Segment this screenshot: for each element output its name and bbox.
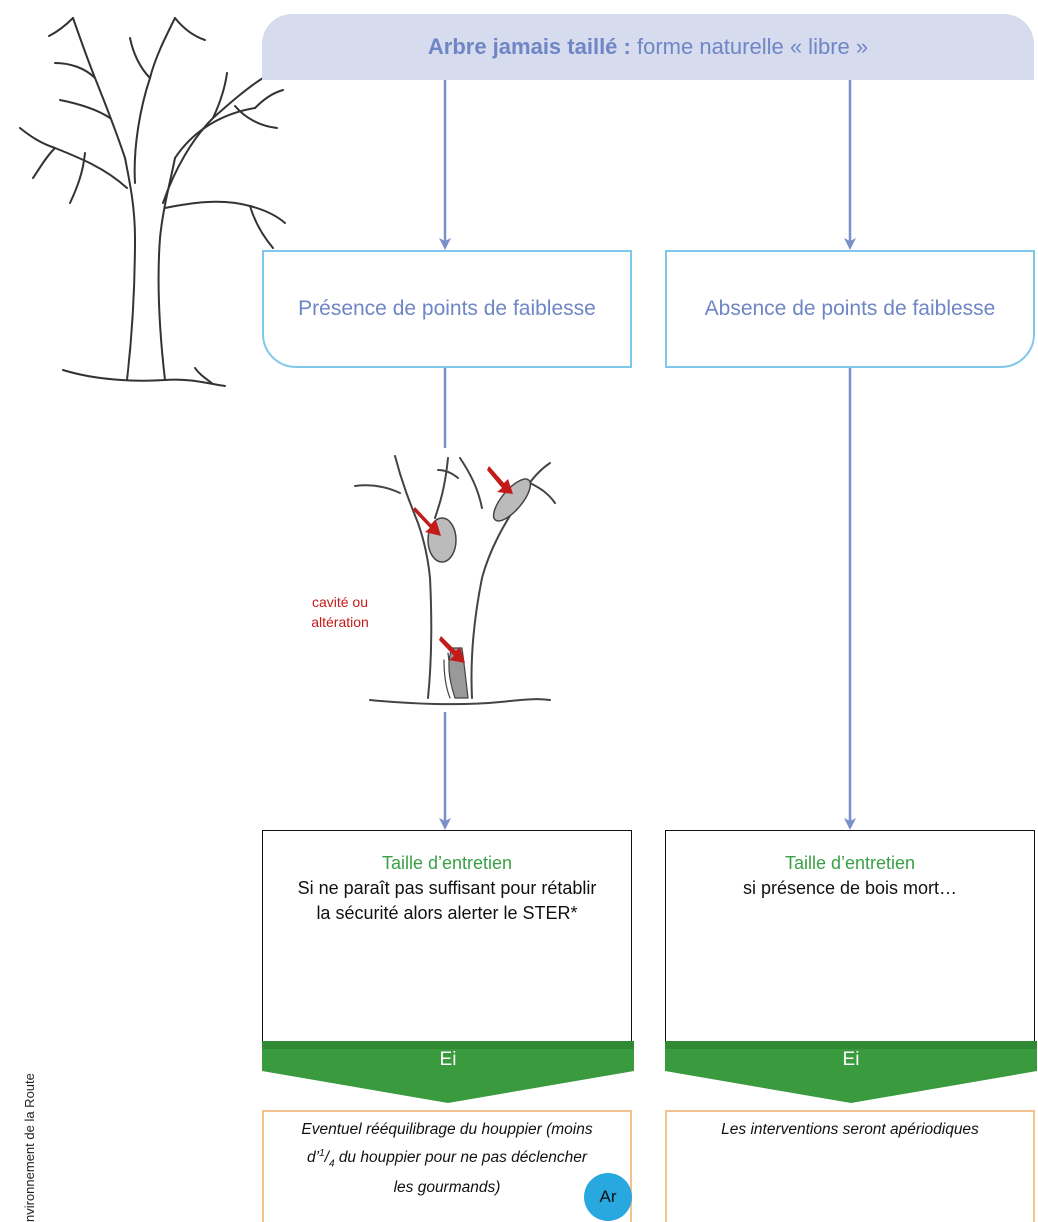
caption-line-1: cavité ou — [311, 594, 369, 610]
band-shape — [262, 1041, 634, 1103]
caption-line-2: altération — [311, 614, 369, 630]
action-title: Taille d’entretien — [784, 853, 916, 873]
image-caption: cavité ou altération — [300, 592, 380, 632]
band-right: Ei — [665, 1041, 1037, 1103]
action-title: Taille d’entretien — [381, 853, 513, 873]
diagram-header: Arbre jamais taillé : forme naturelle « … — [262, 14, 1034, 80]
note-line-1: Eventuel rééquilibrage du houppier (moin… — [301, 1121, 593, 1138]
header-title-rest: forme naturelle « libre » — [636, 34, 869, 59]
note-suffix: du houppier pour ne pas déclencher — [338, 1149, 587, 1167]
ar-badge: Ar — [584, 1173, 632, 1221]
action-box-left: Taille d’entretien Si ne paraît pas suff… — [262, 830, 632, 1042]
fraction-numerator: 1 — [319, 1148, 325, 1159]
bare-tree-illustration — [19, 17, 286, 387]
note-box-left: Eventuel rééquilibrage du houppier (moin… — [262, 1110, 632, 1222]
condition-weakness-present: Présence de points de faiblesse — [262, 250, 632, 368]
band-left: Ei — [262, 1041, 634, 1103]
action-line-2: la sécurité alors alerter le STER* — [316, 903, 578, 923]
side-vertical-text: nvironnement de la Route — [22, 1073, 37, 1222]
note-box-right: Les interventions seront apériodiques — [665, 1110, 1035, 1222]
condition-weakness-absent: Absence de points de faiblesse — [665, 250, 1035, 368]
band-shape — [665, 1041, 1037, 1103]
action-box-right: Taille d’entretien si présence de bois m… — [665, 830, 1035, 1042]
note-line-3: les gourmands) — [393, 1179, 501, 1197]
action-line-1: Si ne paraît pas suffisant pour rétablir — [297, 878, 597, 898]
damaged-tree-illustration — [354, 455, 556, 706]
condition-label: Présence de points de faiblesse — [298, 297, 596, 320]
note-prefix: d’ — [306, 1149, 320, 1167]
note-text: Les interventions seront apériodiques — [721, 1121, 979, 1138]
fraction-denominator: 4 — [328, 1158, 335, 1170]
action-line-1: si présence de bois mort… — [742, 878, 958, 898]
header-title-bold: Arbre jamais taillé : — [427, 34, 631, 59]
condition-label: Absence de points de faiblesse — [704, 297, 996, 320]
band-label: Ei — [842, 1049, 860, 1070]
note-line-2: d’1/4 du houppier pour ne pas déclencher — [306, 1148, 587, 1170]
band-label: Ei — [439, 1049, 457, 1070]
